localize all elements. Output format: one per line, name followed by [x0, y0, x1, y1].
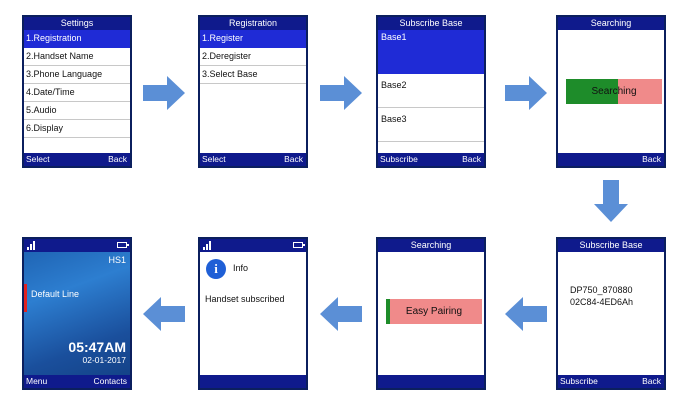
menu-item-phone-language[interactable]: 3.Phone Language [24, 66, 130, 84]
menu-item-handset-name[interactable]: 2.Handset Name [24, 48, 130, 66]
signal-icon [203, 241, 211, 250]
softkey-bar: Select Back [24, 153, 130, 166]
back-softkey[interactable]: Back [462, 154, 481, 164]
select-softkey[interactable]: Select [26, 154, 50, 164]
softkey-bar [200, 375, 306, 388]
menu-item-date-time[interactable]: 4.Date/Time [24, 84, 130, 102]
screen-title: Settings [24, 17, 130, 30]
menu-item-register[interactable]: 1.Register [200, 30, 306, 48]
arrow-down-icon [594, 180, 628, 222]
softkey-bar: Subscribe Back [558, 375, 664, 388]
menu-softkey[interactable]: Menu [26, 376, 48, 386]
screen-title: Subscribe Base [558, 239, 664, 252]
info-icon: i [206, 259, 226, 279]
base-id-line: 02C84-4ED6Ah [570, 297, 634, 307]
arrow-left-icon [505, 297, 547, 331]
select-softkey[interactable]: Select [202, 154, 226, 164]
menu-item-deregister[interactable]: 2.Deregister [200, 48, 306, 66]
info-message: Handset subscribed [205, 294, 285, 304]
base-label: Base1 [381, 32, 407, 42]
registration-screen: Registration 1.Register 2.Deregister 3.S… [198, 15, 308, 168]
progress-fill [386, 299, 390, 324]
base-label: Base2 [381, 80, 407, 90]
softkey-bar [378, 375, 484, 388]
back-softkey[interactable]: Back [642, 376, 661, 386]
back-softkey[interactable]: Back [642, 154, 661, 164]
easy-pairing-screen: Searching Easy Pairing [376, 237, 486, 390]
arrow-left-icon [320, 297, 362, 331]
softkey-bar: Back [558, 153, 664, 166]
battery-icon [293, 242, 305, 248]
arrow-left-icon [143, 297, 185, 331]
softkey-bar: Menu Contacts [24, 375, 130, 388]
status-bar [24, 239, 130, 252]
handset-name: HS1 [108, 255, 126, 265]
searching-progress-bar: Searching [566, 79, 662, 104]
subscribe-softkey[interactable]: Subscribe [380, 154, 418, 164]
screen-title: Searching [378, 239, 484, 252]
info-screen: i Info Handset subscribed [198, 237, 308, 390]
line-indicator [24, 284, 27, 312]
back-softkey[interactable]: Back [284, 154, 303, 164]
arrow-right-icon [320, 76, 362, 110]
progress-fill [566, 79, 618, 104]
menu-item-select-base[interactable]: 3.Select Base [200, 66, 306, 84]
info-title: Info [233, 263, 249, 273]
signal-icon [27, 241, 35, 250]
battery-icon [117, 242, 129, 248]
menu-item-registration[interactable]: 1.Registration [24, 30, 130, 48]
base-list-item[interactable]: Base2 [378, 74, 484, 108]
default-line-label: Default Line [31, 289, 80, 299]
arrow-right-icon [143, 76, 185, 110]
subscribe-base-result-screen: Subscribe Base DP750_870880 02C84-4ED6Ah… [556, 237, 666, 390]
idle-screen: HS1 Default Line 05:47AM 02-01-2017 Menu… [22, 237, 132, 390]
base-list-item[interactable]: Base3 [378, 108, 484, 142]
searching-label: Searching [591, 86, 637, 97]
clock-date: 02-01-2017 [82, 355, 126, 365]
screen-title: Registration [200, 17, 306, 30]
searching-screen: Searching Searching Back [556, 15, 666, 168]
menu-item-audio[interactable]: 5.Audio [24, 102, 130, 120]
arrow-right-icon [505, 76, 547, 110]
subscribe-softkey[interactable]: Subscribe [560, 376, 598, 386]
easy-pairing-label: Easy Pairing [405, 306, 463, 317]
screen-title: Searching [558, 17, 664, 30]
screen-title: Subscribe Base [378, 17, 484, 30]
clock-time: 05:47AM [68, 339, 126, 355]
subscribe-base-screen: Subscribe Base Base1 Base2 Base3 Subscri… [376, 15, 486, 168]
menu-item-display[interactable]: 6.Display [24, 120, 130, 138]
status-bar [200, 239, 306, 252]
back-softkey[interactable]: Back [108, 154, 127, 164]
base-id-line: DP750_870880 [570, 285, 633, 295]
contacts-softkey[interactable]: Contacts [93, 376, 127, 386]
settings-screen: Settings 1.Registration 2.Handset Name 3… [22, 15, 132, 168]
softkey-bar: Subscribe Back [378, 153, 484, 166]
easy-pairing-bar: Easy Pairing [386, 299, 482, 324]
base-list-item[interactable]: Base1 [378, 30, 484, 74]
base-label: Base3 [381, 114, 407, 124]
softkey-bar: Select Back [200, 153, 306, 166]
